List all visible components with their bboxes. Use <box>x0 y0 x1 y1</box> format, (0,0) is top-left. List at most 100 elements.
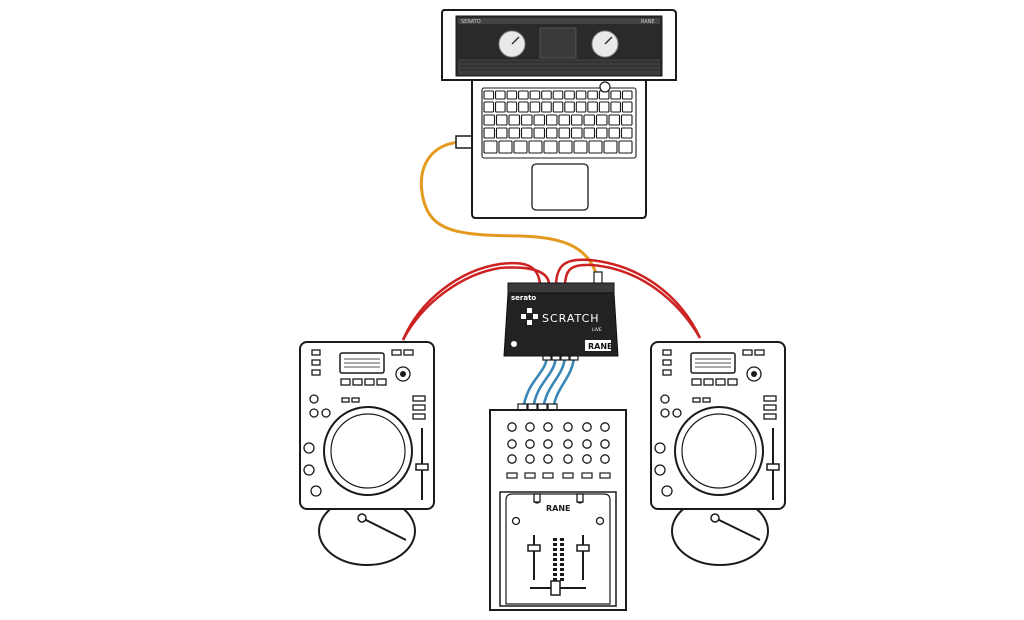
mixer-switch <box>506 472 518 479</box>
keyboard-key <box>528 140 543 154</box>
meter-segment <box>560 538 564 541</box>
mixer-knob <box>582 454 592 464</box>
mixer-cable-plugs <box>517 351 579 415</box>
right-pitch-fader <box>766 463 780 471</box>
keyboard-key <box>583 114 596 126</box>
keyboard-key <box>506 101 518 113</box>
keyboard-key <box>587 101 598 113</box>
power-button <box>599 81 611 93</box>
keyboard-key <box>598 101 610 113</box>
mixer-switch <box>581 472 593 479</box>
keyboard-key <box>518 90 529 100</box>
mixer-knob <box>563 439 573 449</box>
keyboard-key <box>483 101 495 113</box>
mixer-knob <box>507 422 517 432</box>
keyboard-key <box>620 127 633 139</box>
meter-segment <box>560 578 564 581</box>
keyboard-key <box>621 90 633 100</box>
keyboard-key <box>608 114 621 126</box>
laptop-keyboard <box>481 87 637 159</box>
right-disc-arm <box>714 517 761 541</box>
usb-plug-interface <box>593 271 603 285</box>
mixer-knob <box>600 439 610 449</box>
keyboard-key <box>529 90 541 100</box>
keyboard-key <box>610 90 622 100</box>
interface-brand: RANE <box>588 342 613 351</box>
mixer-knob <box>525 439 535 449</box>
usb-cable <box>419 140 600 281</box>
keyboard-key <box>595 114 608 126</box>
mixer-right-channel-fader <box>576 544 590 552</box>
mixer-knob <box>543 439 553 449</box>
keyboard-key <box>552 101 564 113</box>
meter-segment <box>560 553 564 556</box>
keyboard-key <box>575 90 587 100</box>
keyboard-key <box>483 90 495 100</box>
mixer-left-channel-fader <box>527 544 541 552</box>
meter-segment <box>553 553 557 556</box>
mixer-knob <box>507 454 517 464</box>
keyboard-key <box>520 114 533 126</box>
meter-segment <box>553 548 557 551</box>
usb-plug <box>455 135 473 149</box>
left-disc-arm <box>361 517 407 541</box>
product-sub: LIVE <box>592 327 602 333</box>
product-name: SCRATCH <box>542 312 600 325</box>
keyboard-key <box>495 127 508 139</box>
mixer-cables <box>521 356 576 411</box>
meter-segment <box>553 568 557 571</box>
keyboard-key <box>543 140 558 154</box>
keyboard-key <box>558 140 573 154</box>
keyboard-key <box>541 90 552 100</box>
mixer-knob <box>582 439 592 449</box>
keyboard-key <box>494 90 506 100</box>
scratch-live-interface: serato SCRATCH LIVE RANE <box>503 282 619 357</box>
mixer-crossfader <box>550 580 561 596</box>
mixer-knob <box>600 454 610 464</box>
left-turntable-cable-2 <box>401 266 551 341</box>
keyboard-key <box>587 90 598 100</box>
keyboard-key <box>494 101 506 113</box>
meter-segment <box>553 578 557 581</box>
meter-segment <box>560 548 564 551</box>
keyboard-key <box>573 140 588 154</box>
meter-segment <box>560 558 564 561</box>
mixer-knob <box>563 454 573 464</box>
keyboard-key <box>508 127 521 139</box>
mixer-knob <box>563 422 573 432</box>
keyboard-key <box>564 90 575 100</box>
mixer: RANE <box>489 409 627 611</box>
keyboard-key <box>506 90 518 100</box>
mixer-knobs <box>506 422 611 479</box>
mixer-small-knobs <box>511 493 605 526</box>
trackpad <box>531 163 589 211</box>
mixer-knob <box>543 422 553 432</box>
keyboard-key <box>570 114 583 126</box>
keyboard-key <box>533 114 546 126</box>
keyboard-key <box>603 140 618 154</box>
mixer-knob <box>543 454 553 464</box>
keyboard-key <box>552 90 564 100</box>
meter-segment <box>553 543 557 546</box>
meter-segment <box>560 573 564 576</box>
keyboard-key <box>545 127 558 139</box>
right-cd-player <box>650 341 786 566</box>
left-pitch-fader <box>415 463 429 471</box>
keyboard-key <box>620 114 633 126</box>
left-buttons <box>303 349 426 497</box>
keyboard-key <box>558 127 571 139</box>
meter-segment <box>553 538 557 541</box>
mixer-switch <box>562 472 574 479</box>
keyboard-key <box>483 140 498 154</box>
mixer-knob <box>525 454 535 464</box>
keyboard-key <box>541 101 552 113</box>
keyboard-key <box>520 127 533 139</box>
keyboard-key <box>558 114 571 126</box>
meter-segment <box>553 563 557 566</box>
keyboard-key <box>518 101 529 113</box>
keyboard-key <box>545 114 558 126</box>
meter-segment <box>560 543 564 546</box>
screen-title: SERATO <box>461 19 481 25</box>
mixer-switch <box>542 472 554 479</box>
